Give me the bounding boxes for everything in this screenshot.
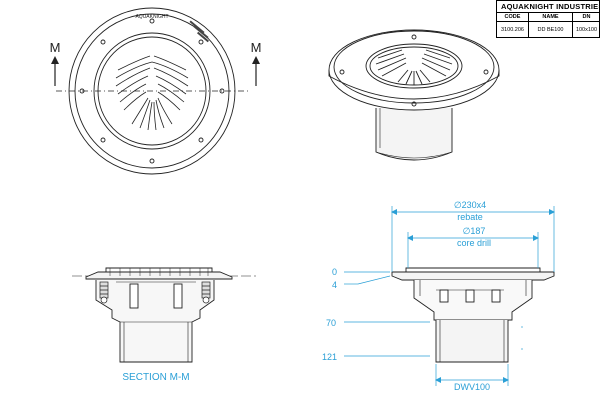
level-4: 4	[332, 280, 337, 290]
bolt-hole	[149, 18, 155, 24]
header-dn: DN	[573, 13, 600, 22]
iso-grate-ring	[365, 43, 463, 89]
elevation-post	[465, 289, 475, 303]
level-70: 70	[326, 318, 336, 328]
bolt-hole	[219, 88, 225, 94]
grate-outer-ring	[93, 32, 211, 150]
rebate-diameter: ∅230x4	[454, 200, 486, 210]
level-121: 121	[322, 352, 337, 362]
value-dn: 100x100	[575, 27, 598, 33]
bolt-hole	[100, 39, 106, 45]
rim-logo: AQUAKNIGHT	[135, 14, 168, 20]
rebate-label: rebate	[457, 212, 483, 222]
dimension-lines	[344, 206, 555, 386]
section-flange	[85, 271, 233, 280]
company-name: AQUAKNIGHT INDUSTRIES	[497, 1, 600, 13]
section-marker-right: M	[251, 40, 262, 86]
elevation-view	[391, 267, 555, 363]
iso-flange-inner	[333, 30, 495, 104]
elevation-post	[439, 289, 449, 303]
title-block: AQUAKNIGHT INDUSTRIES CODE NAME DN 3100.…	[496, 0, 600, 38]
section-post	[129, 283, 139, 309]
bolt-hole	[149, 158, 155, 164]
rim-text-right	[189, 20, 210, 43]
section-post	[173, 283, 183, 309]
elevation-flange	[391, 271, 555, 281]
header-code: CODE	[497, 13, 529, 22]
section-grate	[105, 267, 213, 272]
section-label: SECTION M-M	[122, 372, 189, 383]
core-label: core drill	[457, 238, 491, 248]
iso-body-pipe	[375, 108, 453, 161]
outlet-size: DWV100	[454, 382, 490, 392]
header-name: NAME	[529, 13, 573, 22]
svg-text:M: M	[50, 40, 61, 55]
iso-flange-outer	[328, 29, 500, 111]
elevation-post	[491, 289, 501, 303]
bolt-hole	[198, 39, 204, 45]
isometric-view	[328, 29, 500, 161]
level-0: 0	[332, 267, 337, 277]
value-code: 3100.206	[497, 22, 529, 38]
section-view	[72, 267, 256, 363]
grate-slots	[115, 55, 189, 131]
bolt-hole	[100, 137, 106, 143]
section-body	[95, 280, 215, 363]
elevation-outlet-pipe	[435, 320, 509, 363]
core-diameter: ∅187	[463, 226, 486, 236]
section-marker-left: M	[50, 40, 61, 86]
iso-flange-edge	[328, 70, 500, 100]
section-clamp-bolts	[99, 281, 211, 304]
svg-text:M: M	[251, 40, 262, 55]
iso-grate-slots	[375, 49, 453, 85]
bolt-hole	[198, 137, 204, 143]
dimension-texts: ∅230x4 rebate ∅187 core drill 0 4 70 121…	[322, 200, 491, 392]
elevation-grate	[405, 267, 541, 272]
plan-view	[56, 7, 248, 175]
value-name: DD BE100	[529, 22, 573, 38]
